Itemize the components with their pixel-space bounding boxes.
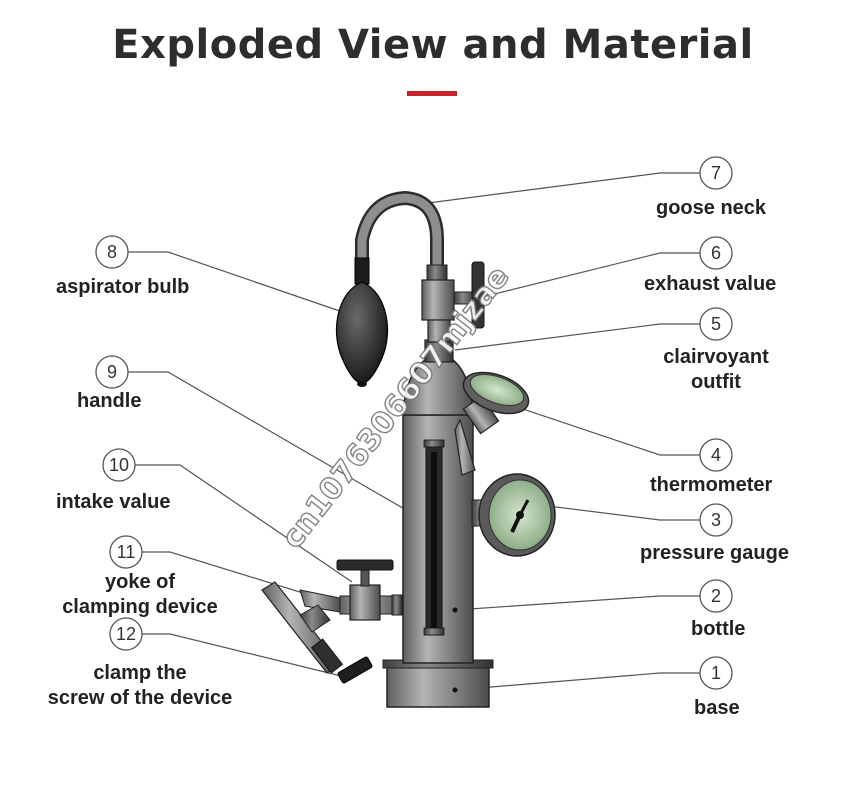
title-accent-bar bbox=[407, 91, 457, 96]
callout-number-11: 11 bbox=[117, 542, 136, 562]
callout-number-2: 2 bbox=[711, 586, 721, 606]
callout-number-10: 10 bbox=[109, 455, 129, 475]
label-clairvoyant-line2: outfit bbox=[691, 371, 741, 393]
label-yoke-line1: yoke of bbox=[104, 571, 176, 593]
callout-number-4: 4 bbox=[711, 445, 721, 465]
sight-glass bbox=[423, 439, 445, 636]
clamp-part bbox=[261, 581, 373, 684]
label-aspirator-bulb: aspirator bulb bbox=[56, 276, 190, 298]
callout-circle-3 bbox=[699, 503, 733, 537]
callout-circle-10 bbox=[102, 448, 136, 482]
intake-valve-part bbox=[336, 559, 404, 621]
callout-circle-2 bbox=[699, 579, 733, 613]
page-title: Exploded View and Material bbox=[112, 22, 754, 68]
label-pressure-gauge: pressure gauge bbox=[640, 542, 789, 564]
callout-circle-5 bbox=[699, 307, 733, 341]
callout-number-3: 3 bbox=[711, 510, 721, 530]
label-clairvoyant-line1: clairvoyant bbox=[663, 346, 769, 368]
label-bottle: bottle bbox=[691, 618, 746, 640]
label-clairvoyant-outfit: clairvoyant outfit bbox=[656, 345, 776, 395]
callout-circles bbox=[95, 156, 733, 690]
callout-circle-6 bbox=[699, 236, 733, 270]
exhaust-valve-part bbox=[421, 261, 485, 343]
callout-number-6: 6 bbox=[711, 243, 721, 263]
callout-number-7: 7 bbox=[711, 163, 721, 183]
callout-circle-8 bbox=[95, 235, 129, 269]
label-yoke-line2: clamping device bbox=[62, 596, 218, 618]
label-intake-value: intake value bbox=[56, 491, 171, 513]
aspirator-bulb-part bbox=[335, 257, 389, 387]
callout-number-5: 5 bbox=[711, 314, 721, 334]
label-handle: handle bbox=[77, 390, 142, 412]
callout-circle-1 bbox=[699, 656, 733, 690]
label-exhaust-value: exhaust value bbox=[644, 273, 777, 295]
callout-circle-12 bbox=[109, 617, 143, 651]
label-yoke-clamping: yoke of clamping device bbox=[45, 570, 235, 620]
label-clamp-line1: clamp the bbox=[93, 662, 187, 684]
gooseneck-part bbox=[355, 190, 448, 282]
callout-number-8: 8 bbox=[107, 242, 117, 262]
label-clamp-line2: screw of the device bbox=[47, 687, 233, 709]
thermometer-part bbox=[454, 371, 530, 476]
callout-circle-11 bbox=[109, 535, 143, 569]
callout-circle-4 bbox=[699, 438, 733, 472]
callout-number-9: 9 bbox=[107, 362, 117, 382]
label-thermometer: thermometer bbox=[650, 474, 773, 496]
callout-number-1: 1 bbox=[711, 663, 721, 683]
callout-circle-7 bbox=[699, 156, 733, 190]
pressure-gauge-part bbox=[471, 473, 556, 557]
base-part bbox=[382, 659, 494, 708]
callout-circle-9 bbox=[95, 355, 129, 389]
callout-number-12: 12 bbox=[116, 624, 136, 644]
label-clamp-screw: clamp the screw of the device bbox=[30, 661, 250, 711]
label-base: base bbox=[694, 697, 740, 719]
callout-numbers: 1 2 3 4 5 6 7 8 9 10 11 12 bbox=[107, 163, 721, 683]
label-goose-neck: goose neck bbox=[656, 197, 767, 219]
